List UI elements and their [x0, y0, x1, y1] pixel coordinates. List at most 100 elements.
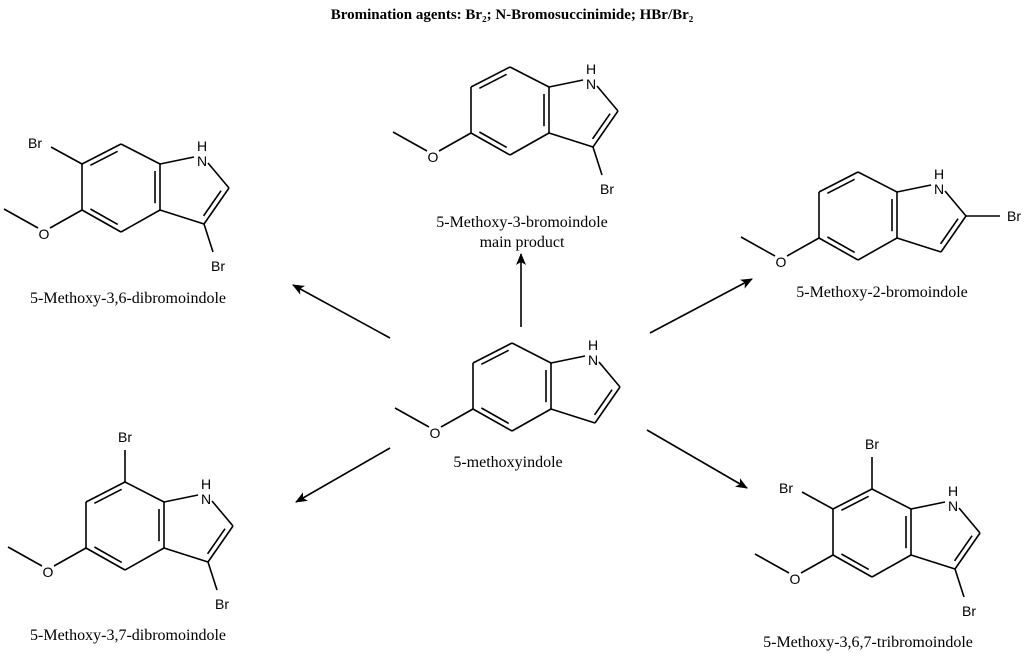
ring-bond	[857, 171, 898, 193]
nitrogen-label: N	[197, 153, 207, 169]
bromine-label-7: Br	[118, 429, 132, 445]
bond-c3-br	[592, 146, 603, 176]
molecule-note: main product	[480, 234, 565, 251]
ring-bond	[857, 237, 898, 261]
bond-c3-br	[203, 223, 214, 253]
double-bond-inner	[89, 150, 119, 167]
ring-bond	[954, 532, 981, 570]
hydrogen-label: H	[201, 476, 211, 492]
bond-c6-br	[801, 491, 834, 510]
ring-bond	[207, 162, 230, 189]
hydrogen-label: H	[197, 138, 207, 154]
bond-c-o	[53, 547, 87, 567]
hydrogen-label: H	[588, 337, 598, 353]
ring-bond	[871, 554, 912, 578]
ring-bond	[85, 481, 126, 503]
molecule-name: 5-Methoxy-3,6,7-tribromoindole	[763, 634, 973, 651]
double-bond-inner	[953, 535, 973, 562]
double-bond-inner	[840, 495, 870, 512]
bond-o-methyl	[754, 553, 790, 574]
bromine-label-3: Br	[600, 181, 614, 197]
oxygen-label: O	[43, 564, 54, 580]
ring-bond	[470, 66, 511, 88]
bond-c-o	[800, 554, 834, 574]
ring-bond	[550, 355, 586, 364]
nitrogen-label: N	[201, 491, 211, 507]
bond-o-methyl	[394, 407, 430, 428]
double-bond-inner	[478, 73, 508, 90]
bromine-label-3: Br	[211, 258, 225, 274]
molecule-name: 5-Methoxy-3,7-dibromoindole	[30, 627, 226, 644]
arrow-to-right	[649, 278, 753, 334]
ring-bond	[511, 342, 552, 364]
bond-o-methyl	[392, 131, 428, 152]
ring-bond	[81, 143, 122, 165]
bond-c-o	[786, 237, 820, 257]
double-bond-inner	[481, 407, 510, 425]
ring-bond	[124, 547, 165, 571]
ring-bond	[596, 85, 619, 112]
ring-bond	[832, 488, 873, 510]
ring-bond	[896, 184, 932, 193]
ring-bond	[871, 488, 912, 510]
bond-c3-br	[207, 561, 218, 591]
ring-bond	[472, 342, 513, 364]
hydrogen-label: H	[934, 166, 944, 182]
ring-bond	[81, 209, 122, 233]
bond-c-o	[438, 132, 472, 152]
ring-bond	[159, 156, 195, 165]
ring-bond	[509, 132, 550, 156]
ring-bond	[120, 209, 161, 233]
oxygen-label: O	[790, 571, 801, 587]
arrow-to-left-bottom	[295, 447, 391, 503]
bromine-label-7: Br	[865, 436, 879, 452]
reaction-arrows	[292, 253, 753, 503]
bond-c3-br	[954, 568, 965, 598]
bromine-label-6: Br	[28, 135, 42, 151]
ring-bond	[203, 187, 230, 225]
double-bond-inner	[480, 349, 510, 366]
oxygen-label: O	[430, 425, 441, 441]
hydrogen-label: H	[948, 483, 958, 499]
ring-bond	[818, 237, 859, 261]
bromine-label-6: Br	[779, 480, 793, 496]
nitrogen-label: N	[934, 181, 944, 197]
ring-bond	[159, 209, 205, 225]
double-bond-inner	[826, 178, 856, 195]
nitrogen-label: N	[586, 76, 596, 92]
ring-bond	[944, 190, 967, 217]
double-bond-inner	[202, 190, 222, 217]
ring-bond	[85, 547, 126, 571]
ring-bond	[594, 386, 621, 424]
ring-bond	[509, 66, 550, 88]
molecule-name: 5-Methoxy-2-bromoindole	[796, 284, 968, 301]
bromine-label-2: Br	[1007, 208, 1021, 224]
double-bond-inner	[591, 113, 611, 140]
arrow-to-right-bottom	[646, 429, 748, 489]
ring-bond	[910, 501, 946, 510]
arrow-to-left-top	[292, 284, 391, 339]
double-bond-inner	[90, 208, 119, 226]
double-bond-inner	[206, 528, 226, 555]
ring-bond	[940, 215, 967, 253]
ring-bond	[958, 507, 981, 534]
double-bond-inner	[827, 236, 856, 254]
ring-bond	[211, 500, 234, 527]
ring-bond	[592, 110, 619, 148]
molecule-name: 5-Methoxy-3,6-dibromoindole	[30, 290, 226, 307]
double-bond-inner	[479, 131, 508, 149]
double-bond-inner	[93, 488, 123, 505]
ring-bond	[163, 547, 209, 563]
molecule-name: 5-Methoxy-3-bromoindole	[436, 214, 608, 231]
ring-bond	[598, 361, 621, 388]
hydrogen-label: H	[586, 61, 596, 77]
ring-bond	[207, 525, 234, 563]
scheme-title: Bromination agents: Br₂; N-Bromosuccinim…	[331, 7, 694, 23]
ring-bond	[511, 408, 552, 432]
